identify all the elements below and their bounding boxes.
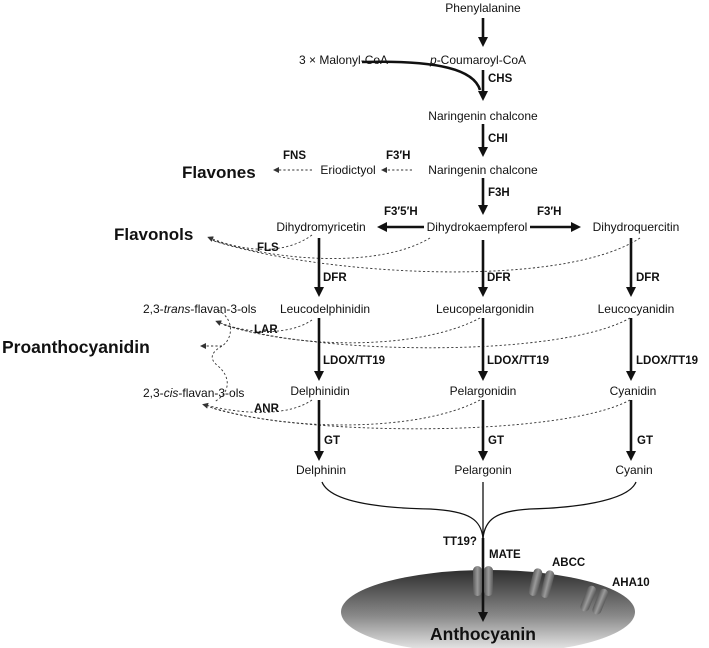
- converge-left: [321, 481, 484, 539]
- enzyme-ldox-1: LDOX/TT19: [323, 355, 385, 367]
- label-aha10: AHA10: [612, 577, 650, 589]
- enzyme-ldox-2: LDOX/TT19: [487, 355, 549, 367]
- dotted-lar-2: [221, 317, 481, 344]
- label-cyanidin: Cyanidin: [610, 384, 657, 398]
- label-cis-suffix: -flavan-3-ols: [178, 386, 244, 400]
- label-phenylalanine: Phenylalanine: [445, 1, 521, 15]
- label-cyanin: Cyanin: [615, 463, 652, 477]
- label-coumaroyl-prefix: p: [429, 53, 437, 67]
- dotted-lar-1: [215, 319, 313, 332]
- label-eriodictyol: Eriodictyol: [320, 163, 375, 177]
- enzyme-anr: ANR: [254, 403, 280, 415]
- label-dihydroquercitin: Dihydroquercitin: [593, 220, 680, 234]
- dotted-anr-3: [211, 399, 631, 430]
- label-trans-flavan-3-ols: 2,3-trans-flavan-3-ols: [143, 302, 256, 316]
- label-flavones: Flavones: [182, 163, 256, 182]
- dotted-fls-2: [211, 237, 431, 259]
- dotted-anr-1: [202, 399, 313, 413]
- mate-transporter-icon: [473, 566, 493, 596]
- label-coumaroyl-coa: p-Coumaroyl-CoA: [429, 53, 526, 67]
- label-cis-italic: cis: [164, 386, 179, 400]
- label-coumaroyl-rest: -Coumaroyl-CoA: [437, 53, 526, 67]
- enzyme-f35h: F3′5′H: [384, 206, 418, 218]
- enzyme-fns: FNS: [283, 150, 306, 162]
- aha10-transporter-icon: [580, 585, 609, 615]
- label-trans-prefix: 2,3-: [143, 302, 164, 316]
- enzyme-dfr-3: DFR: [636, 272, 660, 284]
- dotted-lar-3: [223, 317, 631, 349]
- enzyme-gt-2: GT: [488, 435, 504, 447]
- label-abcc: ABCC: [552, 557, 585, 569]
- label-proanthocyanidin: Proanthocyanidin: [2, 337, 150, 357]
- label-mate: MATE: [489, 549, 521, 561]
- label-cis-flavan-3-ols: 2,3-cis-flavan-3-ols: [143, 386, 244, 400]
- label-dihydromyricetin: Dihydromyricetin: [276, 220, 365, 234]
- label-malonyl-coa: 3 × Malonyl-CoA: [299, 53, 388, 67]
- label-leucodelphinidin: Leucodelphinidin: [280, 302, 370, 316]
- enzyme-ldox-3: LDOX/TT19: [636, 355, 698, 367]
- enzyme-gt-1: GT: [324, 435, 340, 447]
- label-naringenin-chalcone-2: Naringenin chalcone: [428, 163, 538, 177]
- dotted-fls-1: [207, 234, 313, 250]
- label-anthocyanin: Anthocyanin: [430, 624, 536, 644]
- malonyl-curve: [361, 60, 482, 91]
- enzyme-gt-3: GT: [637, 435, 653, 447]
- label-cis-prefix: 2,3-: [143, 386, 164, 400]
- label-pelargonin: Pelargonin: [454, 463, 511, 477]
- enzyme-f3h-prime-left: F3′H: [386, 150, 410, 162]
- label-delphinin: Delphinin: [296, 463, 346, 477]
- enzyme-dfr-2: DFR: [487, 272, 511, 284]
- enzyme-lar: LAR: [254, 324, 278, 336]
- label-delphinidin: Delphinidin: [290, 384, 349, 398]
- label-flavonols: Flavonols: [114, 225, 193, 244]
- dotted-fls-3: [213, 237, 641, 273]
- label-leucocyanidin: Leucocyanidin: [598, 302, 675, 316]
- label-trans-suffix: -flavan-3-ols: [190, 302, 256, 316]
- label-tt19: TT19?: [443, 536, 477, 548]
- abcc-transporter-icon: [528, 568, 555, 598]
- label-pelargonidin: Pelargonidin: [450, 384, 517, 398]
- converge-right: [482, 481, 637, 539]
- enzyme-chs: CHS: [488, 73, 513, 85]
- enzyme-chi: CHI: [488, 133, 508, 145]
- dotted-anr-2: [209, 399, 481, 426]
- enzyme-f3h: F3H: [488, 187, 510, 199]
- label-naringenin-chalcone-1: Naringenin chalcone: [428, 109, 538, 123]
- label-trans-italic: trans: [164, 302, 191, 316]
- enzyme-f3h-prime-right: F3′H: [537, 206, 561, 218]
- enzyme-dfr-1: DFR: [323, 272, 347, 284]
- enzyme-fls: FLS: [257, 242, 279, 254]
- label-dihydrokaempferol: Dihydrokaempferol: [427, 220, 528, 234]
- label-leucopelargonidin: Leucopelargonidin: [436, 302, 534, 316]
- vacuole-shape: [341, 570, 635, 648]
